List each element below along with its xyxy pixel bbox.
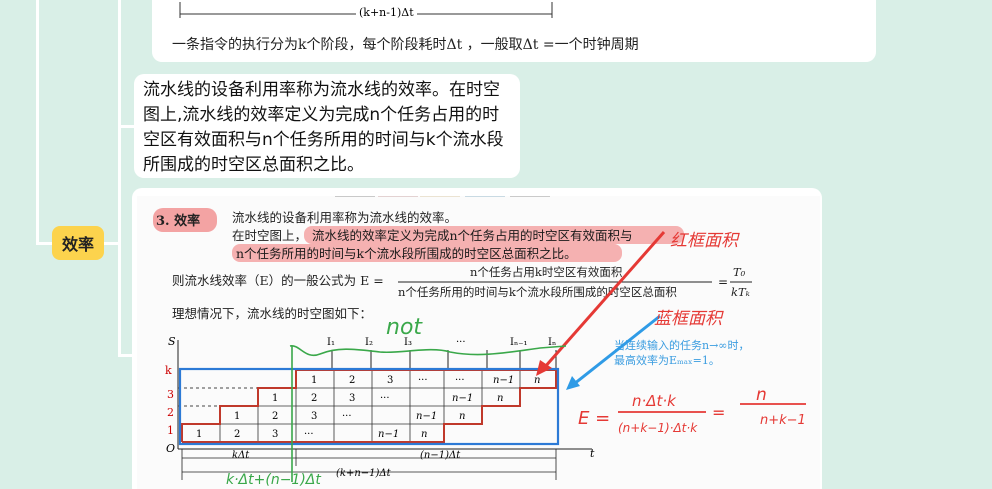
cell-3-6: n (497, 393, 503, 404)
frac-numerator: T₀ (733, 265, 746, 279)
fig-line2a: 在时空图上， (232, 228, 307, 243)
highlight-line2 (304, 226, 684, 244)
input-label-1: I₁ (327, 337, 335, 348)
topic-node-efficiency[interactable]: 效率 (52, 226, 104, 260)
side-note-1: 当连续输入的任务n→∞时， (614, 338, 749, 352)
tree-connector-left (36, 0, 39, 244)
hw-eq-rnum: n (756, 385, 767, 405)
hw-eq-num: n·Δt·k (632, 392, 677, 410)
highlight-section (153, 208, 217, 232)
stage-label-3: 3 (167, 388, 174, 401)
hw-red-area-label: 红框面积 (670, 231, 740, 251)
blue-arrow-head (566, 376, 580, 390)
cell-k-3: 3 (387, 375, 393, 386)
cell-3-3: 3 (349, 393, 355, 404)
cell-3-1: 1 (272, 393, 278, 404)
hw-green-bracket (289, 345, 567, 357)
cell-k-5: ··· (455, 375, 465, 386)
cell-3-5: n−1 (452, 393, 473, 404)
tree-connector-topic (104, 242, 120, 245)
cell-k-6: n−1 (493, 375, 514, 386)
stage-label-2: 2 (167, 406, 174, 419)
blue-arrow (573, 314, 661, 386)
hw-eq-mid: = (712, 403, 725, 422)
axis-o: O (166, 442, 175, 455)
hw-eq-lhs: E = (578, 408, 610, 429)
top-axis-graphic (179, 2, 553, 18)
hw-green-sum: k·Δt+(n−1)Δt (226, 472, 321, 488)
tree-connector-vertical (118, 0, 121, 356)
dimension-lines (181, 449, 557, 480)
image-card-top[interactable]: (k+n-1)Δt (152, 0, 876, 62)
dim-label-3: (k+n−1)Δt (336, 468, 392, 479)
formula-eq: = (718, 275, 728, 289)
cell-2-2: 2 (272, 411, 278, 422)
ideal-text: 理想情况下，流水线的时空图如下： (172, 306, 372, 321)
figure-image: 3. 效率 流水线的设备利用率称为流水线的效率。 在时空图上， 流水线的效率定义… (137, 196, 820, 489)
cell-2-1: 1 (234, 411, 240, 422)
note-line-4: 所围成的时空区总面积之比。 (143, 155, 364, 175)
top-caption: 一条指令的执行分为k个阶段，每个阶段耗时Δt ，一般取Δt =一个时钟周期 (172, 37, 639, 53)
formula-numerator: n个任务占用k时空区有效面积 (470, 265, 623, 279)
stage-label-k: k (165, 364, 172, 377)
dim-label-2: (n−1)Δt (420, 450, 461, 461)
cell-3-4: ··· (380, 393, 390, 404)
input-label-2: I₂ (365, 337, 373, 348)
tree-connector-branch-image (118, 354, 140, 357)
cell-k-4: ··· (418, 375, 428, 386)
cell-1-4: ··· (304, 429, 314, 440)
axis-t: t (590, 447, 595, 460)
cell-2-5: n−1 (416, 411, 437, 422)
fig-line1: 流水线的设备利用率称为流水线的效率。 (232, 210, 457, 225)
input-label-3: I₃ (404, 337, 412, 348)
blue-box (178, 367, 560, 446)
section-title: 3. 效率 (156, 213, 200, 229)
dim-label-1: kΔt (232, 450, 250, 461)
red-arrow (542, 231, 666, 369)
note-card[interactable] (134, 74, 520, 178)
tree-connector-branch-note (118, 125, 140, 128)
highlight-line3 (232, 244, 622, 262)
note-line-2: 图上,流水线的效率定义为完成n个任务占用的时 (143, 105, 500, 125)
formula-denominator: n个任务所用的时间与k个流水段所围成的时空区总面积 (398, 285, 677, 299)
hw-blue-area-label: 蓝框面积 (654, 309, 724, 329)
tab-marks (335, 196, 550, 197)
cell-2-3: 3 (311, 411, 317, 422)
stage-label-1: 1 (167, 424, 174, 437)
side-note-2: 最高效率为Eₘₐₓ=1。 (614, 353, 720, 367)
figure-svg: 3. 效率 流水线的设备利用率称为流水线的效率。 在时空图上， 流水线的效率定义… (153, 196, 806, 488)
input-label-dots: ··· (456, 337, 466, 348)
cell-k-7: n (534, 375, 540, 386)
red-arrow-head (536, 360, 552, 376)
fig-line3: n个任务所用的时间与k个流水段所围成的时空区总面积之比。 (236, 246, 577, 261)
cell-1-3: 3 (272, 429, 278, 440)
cell-2-4: ··· (342, 411, 352, 422)
hw-not: not (386, 315, 423, 340)
note-line-1: 流水线的设备利用率称为流水线的效率。在时空 (143, 80, 500, 100)
cell-1-1: 1 (196, 429, 202, 440)
frac-denominator: kTₖ (731, 285, 750, 299)
input-label-n: Iₙ (548, 337, 556, 348)
cell-1-6: n (421, 429, 427, 440)
handwritten-annotations: 红框面积 蓝框面积 not k·Δt+(n−1)Δt E = n·Δt·k (n… (226, 231, 806, 488)
cell-1-2: 2 (234, 429, 240, 440)
cell-k-1: 1 (311, 375, 317, 386)
cell-1-5: n−1 (378, 429, 399, 440)
space-time-diagram: S O t I₁ I₂ I₃ ··· Iₙ₋₁ Iₙ k 3 2 1 (165, 335, 595, 480)
note-text: 流水线的设备利用率称为流水线的效率。在时空 图上,流水线的效率定义为完成n个任务… (143, 78, 523, 178)
input-arrows (331, 350, 557, 369)
hw-eq-den: (n+k−1)·Δt·k (618, 421, 698, 435)
cell-k-2: 2 (349, 375, 355, 386)
fig-line2b: 流水线的效率定义为完成n个任务占用的时空区有效面积与 (312, 228, 633, 243)
formula-lhs: 则流水线效率（E）的一般公式为 E = (172, 273, 384, 288)
cell-2-6: n (459, 411, 465, 422)
axis-s: S (168, 335, 176, 348)
cell-3-2: 2 (311, 393, 317, 404)
hw-eq-rden: n+k−1 (760, 413, 806, 428)
top-axis-label: (k+n-1)Δt (356, 6, 417, 19)
tree-connector-left-h (36, 242, 52, 245)
input-label-n-1: Iₙ₋₁ (510, 337, 528, 348)
note-line-3: 空区有效面积与n个任务所用的时间与k个流水段 (143, 130, 504, 150)
